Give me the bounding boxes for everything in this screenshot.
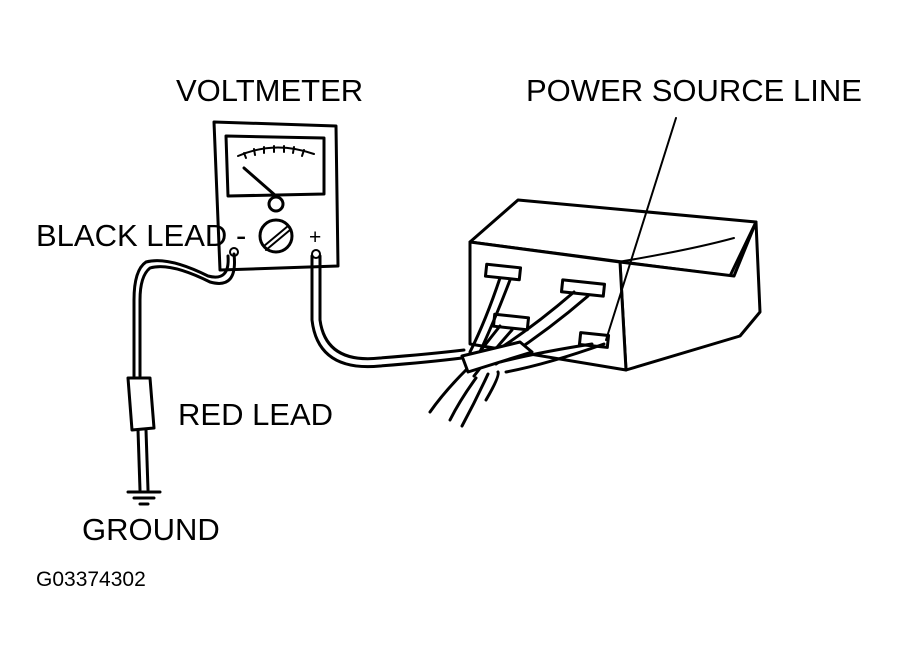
positive-terminal [311,249,321,259]
voltmeter-scale-ticks [243,145,305,159]
voltmeter-needle [242,166,278,198]
negative-terminal-symbol: - [236,218,246,253]
ground-label: GROUND [82,512,220,547]
black-lead-probe [126,376,156,432]
power-source-line-label: POWER SOURCE LINE [526,73,862,108]
positive-terminal-symbol: + [309,226,321,249]
power-source-line-leader [605,117,677,341]
voltmeter-pivot [267,195,285,213]
back-probe-clip [460,340,534,374]
figure-id: G03374302 [36,568,146,591]
red-lead-wire [310,254,466,369]
connector-slot [559,278,607,298]
voltmeter-display [224,134,326,198]
connector-slot [483,262,523,282]
ground-symbol [126,490,162,506]
voltmeter-label: VOLTMETER [176,73,363,108]
black-lead-label: BLACK LEAD [36,218,227,253]
black-lead-wire [126,252,236,492]
voltmeter: + [212,120,340,272]
red-lead-label: RED LEAD [178,397,333,432]
